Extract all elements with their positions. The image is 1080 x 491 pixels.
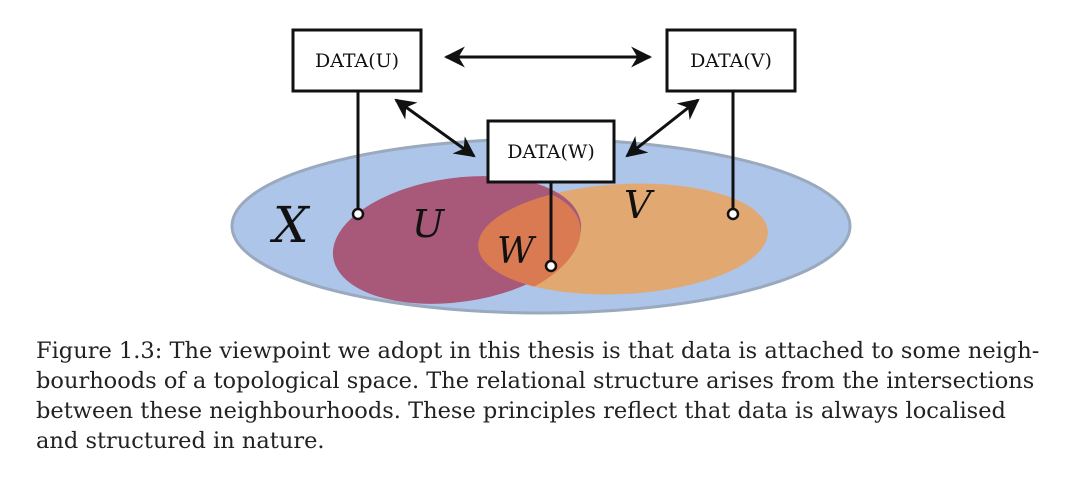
point-u bbox=[351, 207, 365, 221]
neighbourhood-u-label: U bbox=[412, 202, 446, 246]
data-box-w: DATA(W) bbox=[486, 119, 616, 184]
data-box-u-label: DATA(U) bbox=[315, 50, 399, 72]
data-box-v-label: DATA(V) bbox=[690, 50, 772, 72]
data-box-u: DATA(U) bbox=[291, 28, 423, 93]
caption-line-3: between these neighbourhoods. These prin… bbox=[36, 398, 1006, 424]
caption-line-4: and structured in nature. bbox=[36, 428, 325, 454]
arrow-u-w bbox=[394, 98, 476, 158]
intersection-w-label: W bbox=[497, 231, 537, 272]
caption-line-1: Figure 1.3: The viewpoint we adopt in th… bbox=[36, 338, 1040, 364]
caption-line-2: bourhoods of a topological space. The re… bbox=[36, 368, 1035, 394]
data-box-w-label: DATA(W) bbox=[507, 141, 595, 163]
space-x-label: X bbox=[269, 196, 311, 254]
data-box-v: DATA(V) bbox=[665, 28, 797, 93]
figure-caption: Figure 1.3: The viewpoint we adopt in th… bbox=[36, 336, 1056, 456]
neighbourhood-v-label: V bbox=[624, 183, 655, 227]
arrow-v-w bbox=[625, 98, 700, 158]
point-w bbox=[544, 259, 558, 273]
point-v bbox=[726, 207, 740, 221]
